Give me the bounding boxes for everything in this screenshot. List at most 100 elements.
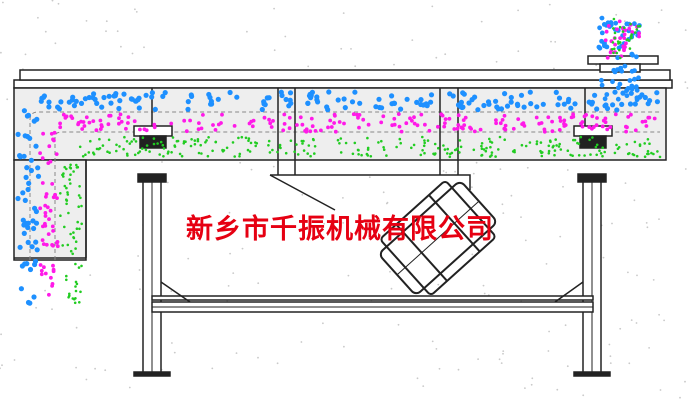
background-dot <box>105 30 107 33</box>
background-dot <box>54 42 57 45</box>
medium-particle <box>452 127 457 131</box>
fine-particle <box>634 31 637 34</box>
medium-particle <box>580 124 585 129</box>
fine-particle <box>458 139 462 142</box>
background-dot <box>229 252 232 255</box>
medium-particle <box>39 272 44 277</box>
fine-particle <box>482 148 486 151</box>
fine-particle <box>166 152 170 155</box>
fine-particle <box>619 56 622 60</box>
background-dot <box>471 253 474 256</box>
medium-particle <box>106 122 111 127</box>
background-dot <box>232 272 235 274</box>
fine-particle <box>122 147 125 151</box>
medium-particle <box>637 31 641 36</box>
background-dot <box>627 271 629 274</box>
fine-particle <box>632 153 636 157</box>
coarse-particle <box>29 244 35 250</box>
fine-particle <box>638 24 642 28</box>
background-dot <box>444 53 447 56</box>
coarse-particle <box>46 99 52 105</box>
medium-particle <box>443 117 448 121</box>
fine-particle <box>480 144 483 148</box>
fine-particle <box>488 137 491 141</box>
fine-particle <box>485 146 488 150</box>
medium-particle <box>300 122 305 127</box>
coarse-particle <box>335 97 341 103</box>
medium-particle <box>118 112 123 117</box>
background-dot <box>187 257 190 260</box>
coarse-particle <box>627 101 634 107</box>
background-dot <box>524 239 527 242</box>
medium-particle <box>319 128 323 133</box>
background-dot <box>239 161 242 164</box>
fine-particle <box>74 289 78 293</box>
medium-particle <box>220 112 224 117</box>
fine-particle <box>233 155 236 158</box>
medium-particle <box>50 224 55 229</box>
coarse-particle <box>634 87 640 93</box>
coarse-particle <box>26 180 32 186</box>
coarse-particle <box>632 76 637 82</box>
fine-particle <box>89 139 92 143</box>
background-dot <box>438 367 441 370</box>
coarse-particle <box>486 101 492 107</box>
medium-particle <box>309 116 314 121</box>
medium-particle <box>117 121 121 126</box>
fine-particle <box>489 140 492 143</box>
coarse-particle <box>101 94 107 101</box>
medium-particle <box>613 112 618 117</box>
background-dot <box>526 166 529 169</box>
medium-particle <box>48 159 53 164</box>
medium-particle <box>461 118 466 122</box>
fine-particle <box>106 150 109 153</box>
coarse-particle <box>58 99 64 105</box>
background-dot <box>397 323 400 326</box>
medium-particle <box>126 121 130 125</box>
fine-particle <box>77 194 81 197</box>
medium-particle <box>213 127 218 132</box>
medium-particle <box>622 32 627 37</box>
fine-particle <box>421 149 424 152</box>
coarse-particle <box>556 95 563 101</box>
background-dot <box>104 369 107 372</box>
medium-particle <box>396 112 401 116</box>
fine-particle <box>246 148 250 152</box>
coarse-particle <box>22 261 28 267</box>
medium-particle <box>38 206 43 211</box>
background-dot <box>246 30 248 33</box>
medium-particle <box>637 34 641 39</box>
medium-particle <box>442 124 447 129</box>
fine-particle <box>74 280 78 284</box>
coarse-particle <box>35 165 41 171</box>
background-dot <box>135 11 138 13</box>
background-dot <box>272 165 275 168</box>
coarse-particle <box>69 97 75 103</box>
coarse-particle <box>493 98 499 104</box>
background-dot <box>51 0 54 2</box>
fine-particle <box>267 144 270 147</box>
background-dot <box>550 40 552 43</box>
fine-particle <box>68 294 71 298</box>
fine-particle <box>175 139 179 143</box>
medium-particle <box>58 125 63 130</box>
fine-particle <box>646 152 649 156</box>
coarse-particle <box>555 102 561 108</box>
fine-particle <box>572 138 575 142</box>
coarse-particle <box>326 89 332 95</box>
coarse-particle <box>634 95 640 101</box>
fine-particle <box>433 142 437 146</box>
coarse-particle <box>622 63 628 69</box>
medium-particle <box>48 208 53 213</box>
medium-particle <box>132 119 137 124</box>
fine-particle <box>643 142 646 145</box>
background-dot <box>250 168 253 171</box>
fine-particle <box>589 153 592 156</box>
medium-particle <box>456 123 461 127</box>
background-dot <box>477 358 479 360</box>
background-dot <box>566 169 569 171</box>
fine-particle <box>459 145 463 149</box>
fine-particle <box>255 142 259 145</box>
medium-particle <box>138 127 142 132</box>
coarse-particle <box>391 100 398 106</box>
